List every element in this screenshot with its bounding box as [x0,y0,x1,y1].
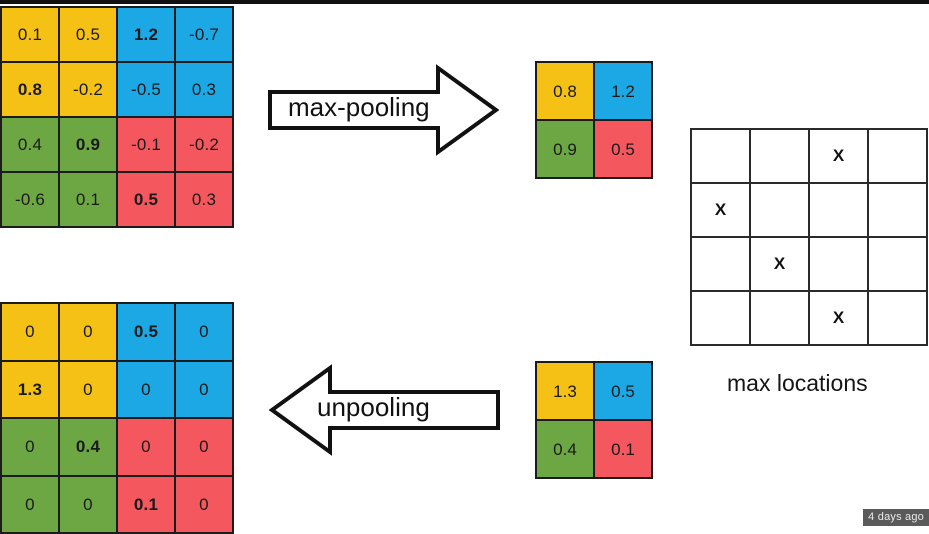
unpooled-feature-map-cell-r3-c1: 0 [60,476,116,532]
unpooled-feature-map-cell-r0-c1: 0 [60,304,116,360]
unpooling-label: unpooling [317,392,430,422]
max-location-cell-r2-c1: X [751,238,808,290]
max-locations-caption: max locations [727,370,868,396]
unpooled-feature-map-cell-r0-c2: 0.5 [118,304,174,360]
max-location-cell-r3-c3 [869,292,926,344]
input-feature-map-cell-r3-c3: 0.3 [176,173,232,226]
pooled-feature-map-cell-r0-c1: 1.2 [595,63,651,119]
max-location-cell-r1-c1 [751,184,808,236]
max-location-cell-r3-c2: X [810,292,867,344]
pooled-gradient-map-cell-r0-c1: 0.5 [595,363,651,419]
input-feature-map-cell-r0-c3: -0.7 [176,8,232,61]
top-divider [0,0,929,4]
unpooled-feature-map-cell-r1-c1: 0 [60,361,116,417]
unpooled-feature-map-cell-r2-c3: 0 [176,419,232,475]
max-location-cell-r1-c2 [810,184,867,236]
input-feature-map-cell-r0-c0: 0.1 [2,8,58,61]
input-feature-map-cell-r1-c0: 0.8 [2,63,58,116]
input-feature-map-cell-r2-c2: -0.1 [118,118,174,171]
unpooled-feature-map-cell-r1-c0: 1.3 [2,361,58,417]
input-feature-map-cell-r1-c2: -0.5 [118,63,174,116]
unpooled-feature-map-cell-r3-c3: 0 [176,476,232,532]
input-feature-map-cell-r1-c3: 0.3 [176,63,232,116]
input-feature-map-cell-r2-c0: 0.4 [2,118,58,171]
unpooled-feature-map-cell-r3-c2: 0.1 [118,476,174,532]
max-location-cell-r0-c0 [692,130,749,182]
pooled-gradient-map-cell-r1-c1: 0.1 [595,421,651,477]
max-location-cell-r2-c2 [810,238,867,290]
pooled-gradient-map-cell-r1-c0: 0.4 [537,421,593,477]
watermark-timestamp: 4 days ago [863,509,929,526]
max-pooling-arrow [268,62,500,158]
max-location-cell-r0-c2: X [810,130,867,182]
pooled-feature-map-cell-r0-c0: 0.8 [537,63,593,119]
input-feature-map-cell-r2-c3: -0.2 [176,118,232,171]
pooled-feature-map-cell-r1-c1: 0.5 [595,121,651,177]
max-location-cell-r1-c3 [869,184,926,236]
max-location-cell-r0-c1 [751,130,808,182]
unpooled-feature-map-cell-r2-c2: 0 [118,419,174,475]
unpooled-feature-map-cell-r2-c1: 0.4 [60,419,116,475]
max-location-cell-r1-c0: X [692,184,749,236]
unpooled-feature-map-cell-r3-c0: 0 [2,476,58,532]
input-feature-map-cell-r1-c1: -0.2 [60,63,116,116]
unpooled-feature-map-cell-r0-c3: 0 [176,304,232,360]
max-location-cell-r0-c3 [869,130,926,182]
input-feature-map-cell-r0-c1: 0.5 [60,8,116,61]
input-feature-map-cell-r3-c0: -0.6 [2,173,58,226]
max-location-cell-r2-c3 [869,238,926,290]
input-feature-map-cell-r3-c2: 0.5 [118,173,174,226]
input-feature-map-cell-r2-c1: 0.9 [60,118,116,171]
input-feature-map-cell-r0-c2: 1.2 [118,8,174,61]
unpooling-arrow [268,362,500,458]
max-location-cell-r3-c0 [692,292,749,344]
max-location-cell-r2-c0 [692,238,749,290]
unpooled-feature-map-cell-r2-c0: 0 [2,419,58,475]
max-pooling-label: max-pooling [288,92,430,122]
unpooled-feature-map-cell-r0-c0: 0 [2,304,58,360]
unpooled-feature-map-cell-r1-c3: 0 [176,361,232,417]
pooled-feature-map-cell-r1-c0: 0.9 [537,121,593,177]
input-feature-map-cell-r3-c1: 0.1 [60,173,116,226]
unpooled-feature-map-cell-r1-c2: 0 [118,361,174,417]
max-location-cell-r3-c1 [751,292,808,344]
pooled-gradient-map-cell-r0-c0: 1.3 [537,363,593,419]
